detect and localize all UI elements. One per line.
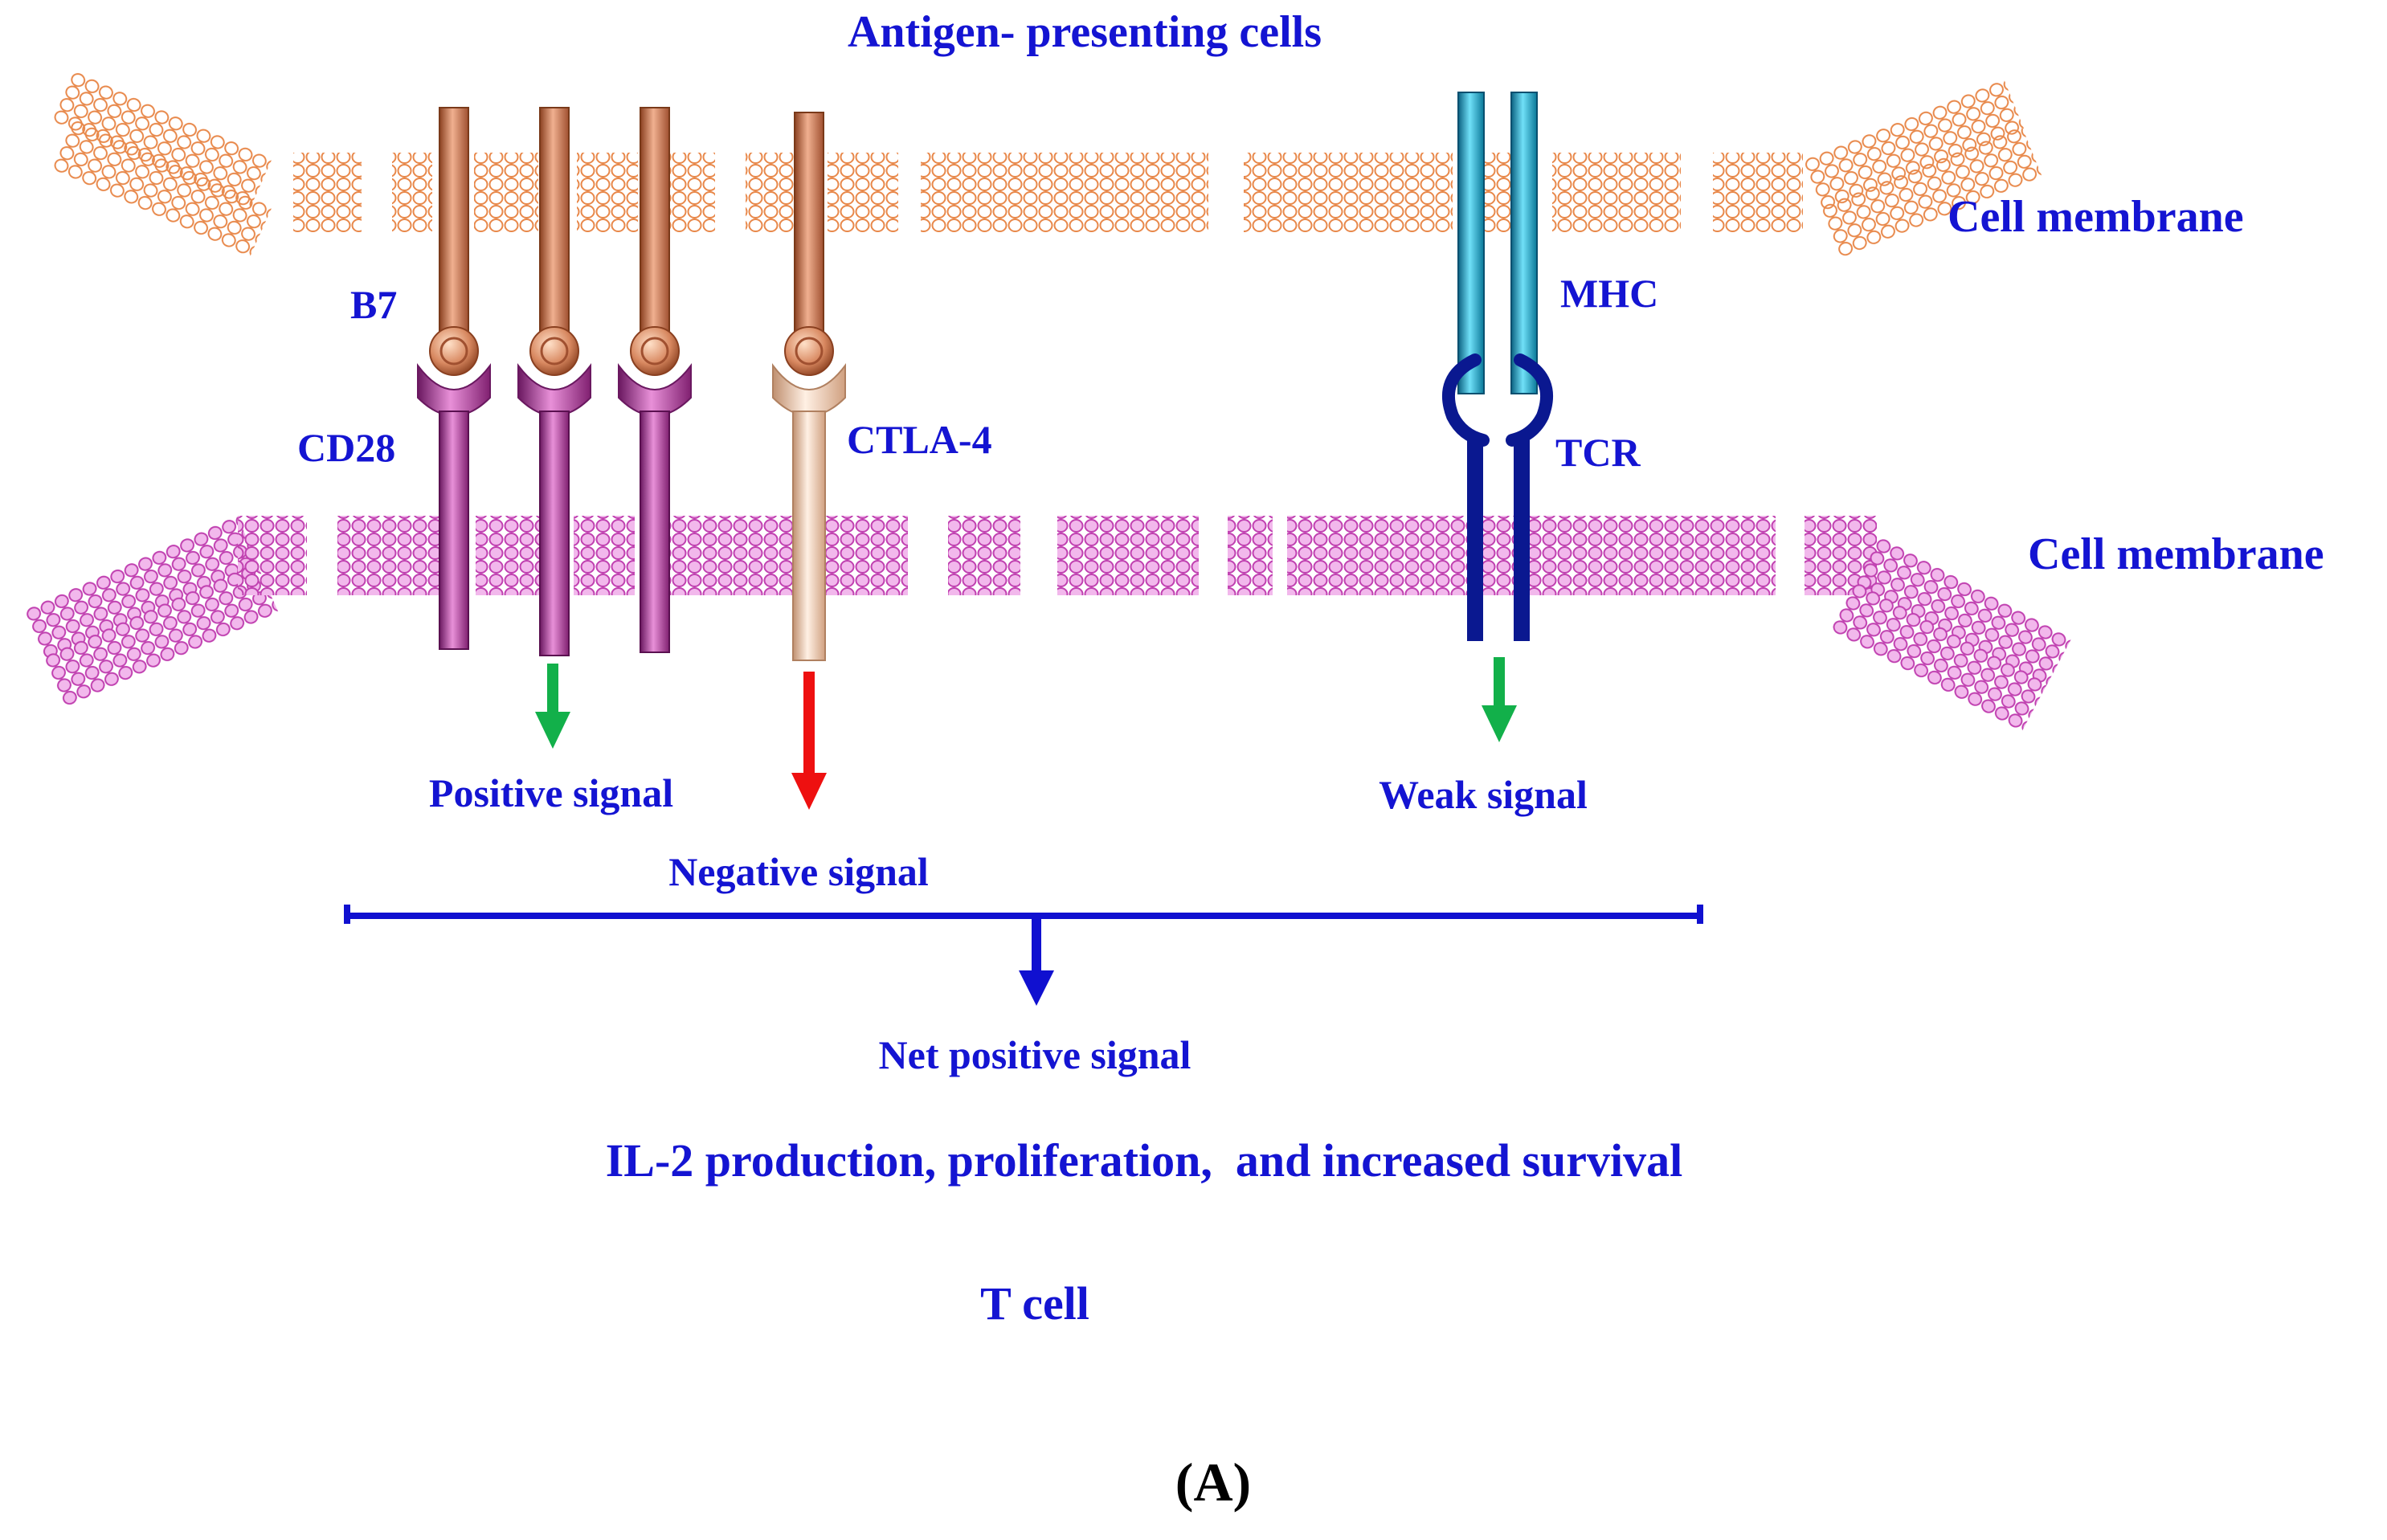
ctla4-cup bbox=[772, 363, 846, 417]
cd28-cup bbox=[417, 363, 491, 417]
tcell-label: T cell bbox=[980, 1277, 1089, 1330]
b7-head bbox=[429, 326, 479, 376]
negative-signal-arrow bbox=[791, 672, 827, 810]
tcr-stalk-right bbox=[1514, 434, 1530, 641]
mhc-stalk-left bbox=[1457, 92, 1485, 394]
summation-bracket bbox=[344, 905, 1703, 1006]
mhc-stalk-right bbox=[1510, 92, 1538, 394]
cd28-stalk bbox=[439, 411, 469, 650]
ctla4-label: CTLA-4 bbox=[847, 417, 992, 462]
mhc-label: MHC bbox=[1560, 271, 1658, 316]
panel-label: (A) bbox=[1175, 1452, 1251, 1513]
b7-ctla4-pair bbox=[772, 112, 846, 661]
weak-signal-arrow bbox=[1482, 657, 1517, 742]
b7-cd28-pair-2 bbox=[517, 107, 591, 656]
apc-membrane bbox=[51, 71, 2042, 259]
tcr-stalk-left bbox=[1467, 434, 1483, 641]
positive-signal-label: Positive signal bbox=[429, 770, 673, 815]
outcome-label: IL-2 production, proliferation, and incr… bbox=[606, 1134, 1683, 1187]
mhc-tcr-complex bbox=[1441, 92, 1554, 641]
cd28-label: CD28 bbox=[297, 425, 395, 470]
apc-membrane-label: Cell membrane bbox=[1948, 192, 2244, 242]
positive-signal-arrow bbox=[535, 664, 570, 749]
tcr-label: TCR bbox=[1555, 430, 1641, 475]
weak-signal-label: Weak signal bbox=[1379, 772, 1588, 817]
b7-stalk bbox=[439, 107, 469, 338]
negative-signal-label: Negative signal bbox=[668, 849, 929, 894]
tcell-membrane-label: Cell membrane bbox=[2028, 529, 2324, 579]
b7-cd28-pair-3 bbox=[618, 107, 692, 653]
apc-label: Antigen- presenting cells bbox=[848, 7, 1322, 57]
b7-label: B7 bbox=[350, 282, 397, 327]
b7-cd28-pair-1 bbox=[417, 107, 491, 650]
ctla4-stalk bbox=[792, 411, 826, 661]
net-signal-label: Net positive signal bbox=[879, 1032, 1191, 1077]
tcell-membrane bbox=[24, 516, 2072, 732]
